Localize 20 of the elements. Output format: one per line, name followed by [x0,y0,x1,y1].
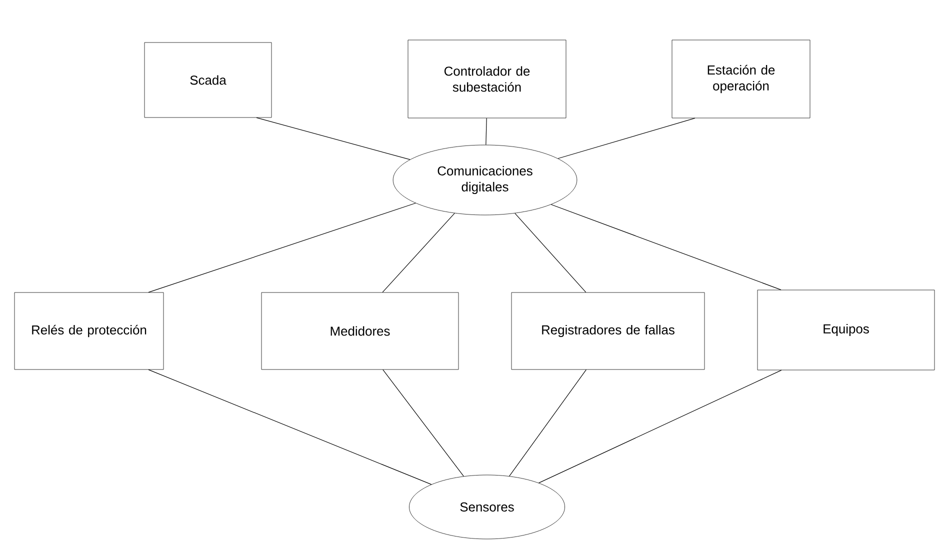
process-box: Registradores de fallas [511,292,705,370]
process-box: Medidores [261,292,459,370]
process-box: Controlador de subestación [408,40,566,118]
connector-line [550,204,782,290]
process-box: Scada [144,42,272,118]
connector-line [486,118,487,146]
connector-line [256,117,410,160]
process-box: Relés de protección [14,292,164,370]
connector-line [382,369,464,477]
ellipse-node: Comunicaciones digitales [392,144,578,216]
connector-line [538,370,782,484]
ellipse-node: Sensores [409,474,565,540]
connector-line [382,212,455,293]
connector-line [148,202,416,293]
connector-line [148,369,432,485]
process-box: Equipos [757,290,935,370]
connector-line [514,212,586,293]
connector-line [509,369,586,476]
connector-line [558,118,696,159]
process-box: Estación de operación [672,40,810,118]
